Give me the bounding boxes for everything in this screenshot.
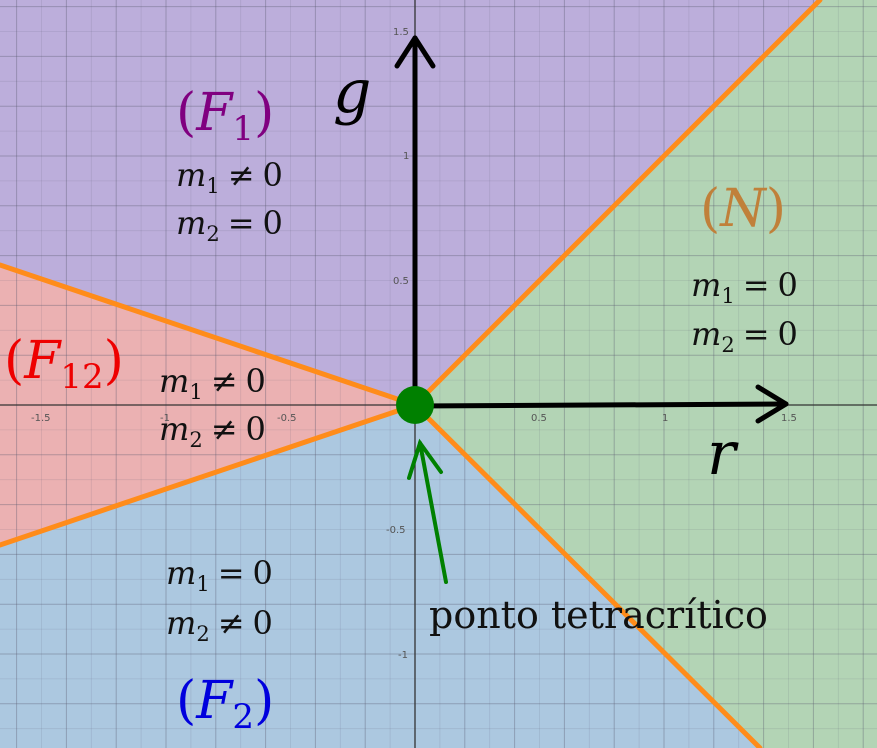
- y-tick-label: 1: [403, 151, 409, 162]
- region-f2-label: (F2): [176, 671, 274, 737]
- tetracritical-point: [396, 386, 434, 424]
- region-f1-fill: [0, 0, 820, 405]
- g-axis-arrowhead: [394, 35, 436, 69]
- r-axis-arrow-shaft: [412, 401, 789, 409]
- region-f12-m2-condition: m2≠0: [159, 410, 266, 452]
- region-n-fill: [415, 0, 877, 748]
- y-tick-label: 0.5: [393, 276, 409, 287]
- tetracritical-label: ponto tetracrítico: [429, 593, 768, 637]
- region-f2-m1-condition: m1=0: [166, 554, 273, 596]
- x-tick-label: -1: [160, 413, 170, 424]
- x-tick-labels: -1.5 -1 -0.5 0.5 1 1.5: [31, 413, 797, 424]
- x-tick-label: 1.5: [781, 413, 797, 424]
- y-tick-label: 1.5: [393, 27, 409, 38]
- region-f12-m1-condition: m1≠0: [159, 362, 266, 404]
- region-f1-m2-condition: m2=0: [176, 204, 283, 246]
- boundary-n-f2: [412, 402, 763, 748]
- region-n-m1-condition: m1=0: [691, 266, 798, 308]
- region-f1-label: (F1): [176, 83, 274, 149]
- x-tick-label: 0.5: [531, 413, 547, 424]
- region-f1-m1-condition: m1≠0: [176, 156, 283, 198]
- region-f2-m2-condition: m2≠0: [166, 604, 273, 646]
- boundary-f12-f2: [0, 402, 418, 548]
- y-tick-label: -1: [398, 650, 408, 661]
- x-tick-label: -0.5: [277, 413, 297, 424]
- parameter-axes: [394, 35, 789, 424]
- x-tick-label: -1.5: [31, 413, 51, 424]
- annotation-arrowhead: [407, 438, 443, 480]
- phase-boundaries: [0, 0, 823, 748]
- x-tick-label: 1: [662, 413, 668, 424]
- r-axis-label: r: [707, 419, 739, 489]
- boundary-f1-n: [412, 0, 823, 408]
- annotation-arrow: [407, 438, 448, 584]
- annotation-arrow-shaft: [418, 441, 448, 584]
- y-tick-label: -0.5: [386, 525, 406, 536]
- y-tick-labels: 1.5 1 0.5 -0.5 -1: [386, 27, 409, 661]
- region-n-m2-condition: m2=0: [691, 315, 798, 357]
- region-f2-fill: [0, 405, 760, 748]
- boundary-f1-f12: [0, 262, 418, 408]
- r-axis-arrowhead: [755, 384, 789, 424]
- region-n-label: (N): [700, 179, 786, 239]
- g-axis-label: g: [333, 57, 371, 127]
